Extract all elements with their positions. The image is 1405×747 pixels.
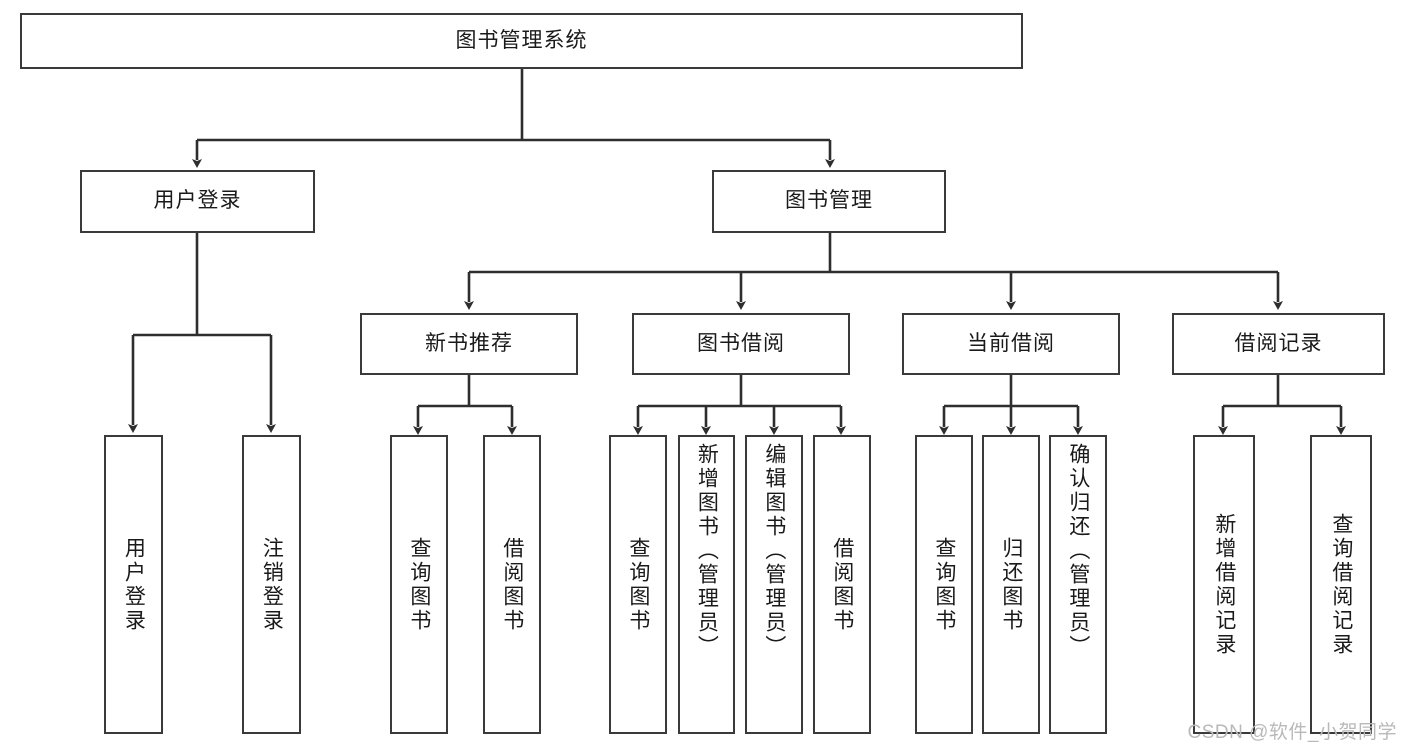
leaf-user-login-signin[interactable]: 用户登录 [104,435,163,734]
leaf-new-book-query[interactable]: 查询图书 [390,435,448,734]
node-label: 新增借阅记录 [1212,512,1236,657]
leaf-borrow-record-add[interactable]: 新增借阅记录 [1193,435,1255,734]
node-label: 编辑图书（管理员） [762,443,786,659]
node-borrow-record[interactable]: 借阅记录 [1172,313,1385,375]
node-label: 新书推荐 [425,331,513,355]
leaf-new-book-borrow[interactable]: 借阅图书 [483,435,541,734]
node-label: 图书管理系统 [455,28,588,52]
node-label: 查询图书 [626,536,650,633]
node-label: 用户登录 [122,536,146,633]
node-label: 新增图书（管理员） [695,443,719,659]
node-book-borrow[interactable]: 图书借阅 [632,313,850,375]
node-new-book-recommend[interactable]: 新书推荐 [360,313,578,375]
node-label: 确认归还（管理员） [1066,443,1090,659]
node-label: 归还图书 [999,536,1023,633]
node-label: 查询图书 [932,536,956,633]
node-book-management[interactable]: 图书管理 [712,170,946,233]
node-label: 图书管理 [785,189,873,213]
leaf-current-borrow-return[interactable]: 归还图书 [982,435,1040,734]
node-user-login[interactable]: 用户登录 [80,170,315,233]
leaf-book-borrow-lend[interactable]: 借阅图书 [813,435,871,734]
node-label: 当前借阅 [967,331,1055,355]
leaf-user-login-signout[interactable]: 注销登录 [242,435,301,734]
node-label: 查询图书 [407,536,431,633]
leaf-current-borrow-query[interactable]: 查询图书 [915,435,973,734]
leaf-book-borrow-add[interactable]: 新增图书（管理员） [678,435,735,734]
node-label: 借阅图书 [830,536,854,633]
node-label: 借阅记录 [1234,331,1323,355]
node-label: 查询借阅记录 [1329,512,1353,657]
node-root-system[interactable]: 图书管理系统 [20,13,1023,69]
node-current-borrow[interactable]: 当前借阅 [902,313,1120,375]
node-label: 借阅图书 [500,536,524,633]
leaf-book-borrow-query[interactable]: 查询图书 [609,435,667,734]
watermark-text: CSDN @软件_小贺同学 [1187,722,1397,743]
leaf-book-borrow-edit[interactable]: 编辑图书（管理员） [745,435,803,734]
node-label: 用户登录 [153,189,242,213]
leaf-borrow-record-query[interactable]: 查询借阅记录 [1310,435,1372,734]
leaf-current-borrow-confirm[interactable]: 确认归还（管理员） [1049,435,1107,734]
node-label: 图书借阅 [697,331,785,355]
node-label: 注销登录 [260,536,284,633]
